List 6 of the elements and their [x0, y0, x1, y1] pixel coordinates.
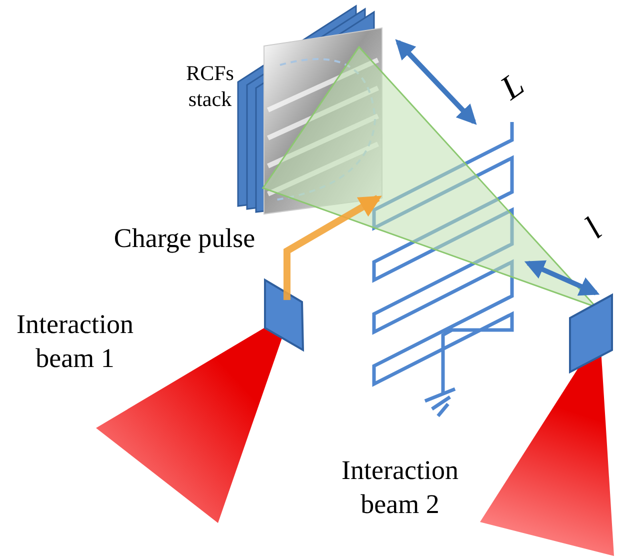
part-label: RCFs stack — [185, 60, 235, 112]
part-label: Interaction beam 2 — [340, 454, 460, 521]
part-label: Charge pulse — [112, 222, 256, 255]
dimension-label: L — [493, 65, 532, 110]
part-label: Interaction beam 1 — [16, 308, 134, 375]
dimension-label: l — [577, 210, 610, 248]
